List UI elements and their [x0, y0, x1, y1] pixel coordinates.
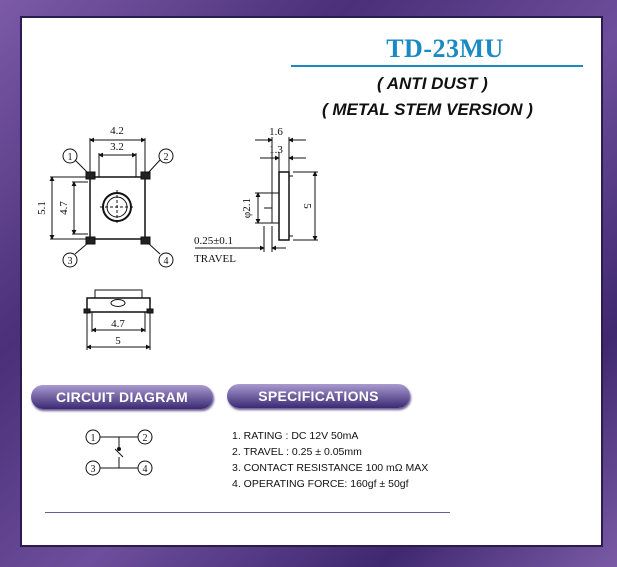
dim-side-height: 5	[301, 203, 313, 209]
spec-travel: 2. TRAVEL : 0.25 ± 0.05mm	[232, 446, 362, 458]
circuit-pin-4: 4	[143, 464, 148, 475]
travel-label: TRAVEL	[194, 253, 236, 265]
dim-front-inner: 4.7	[111, 318, 125, 330]
dim-stem-depth: 1.3	[269, 144, 283, 156]
dim-inner-height: 4.7	[58, 201, 70, 215]
dim-travel: 0.25±0.1	[194, 235, 233, 247]
dim-total-depth: 1.6	[269, 126, 283, 138]
dim-outer-width: 4.2	[110, 125, 124, 137]
bottom-divider	[45, 512, 450, 513]
pin-label-3: 3	[68, 256, 73, 267]
spec-operating-force: 4. OPERATING FORCE: 160gf ± 50gf	[232, 478, 409, 490]
front-view	[83, 289, 154, 350]
circuit-pin-2: 2	[143, 433, 148, 444]
subtitle-anti-dust: ( ANTI DUST )	[377, 74, 488, 93]
subtitle-metal-stem: ( METAL STEM VERSION )	[322, 100, 533, 119]
title-underline	[291, 65, 583, 67]
circuit-diagram-heading: CIRCUIT DIAGRAM	[31, 385, 213, 409]
spec-rating: 1. RATING : DC 12V 50mA	[232, 430, 359, 442]
top-view	[49, 137, 174, 268]
circuit-pin-3: 3	[91, 464, 96, 475]
circuit-pin-1: 1	[91, 433, 96, 444]
dim-inner-width: 3.2	[110, 141, 124, 153]
pin-label-4: 4	[164, 256, 169, 267]
model-title: TD-23MU	[386, 34, 504, 63]
side-view	[195, 137, 318, 252]
pin-label-2: 2	[164, 152, 169, 163]
dim-outer-height: 5.1	[36, 201, 48, 215]
pin-label-1: 1	[68, 152, 73, 163]
datasheet-panel	[20, 16, 603, 547]
dim-front-outer: 5	[115, 335, 121, 347]
spec-contact-resistance: 3. CONTACT RESISTANCE 100 mΩ MAX	[232, 462, 429, 474]
specifications-heading: SPECIFICATIONS	[227, 384, 410, 408]
circuit-diagram	[85, 429, 153, 476]
dim-stem-diameter: φ2.1	[241, 198, 253, 218]
